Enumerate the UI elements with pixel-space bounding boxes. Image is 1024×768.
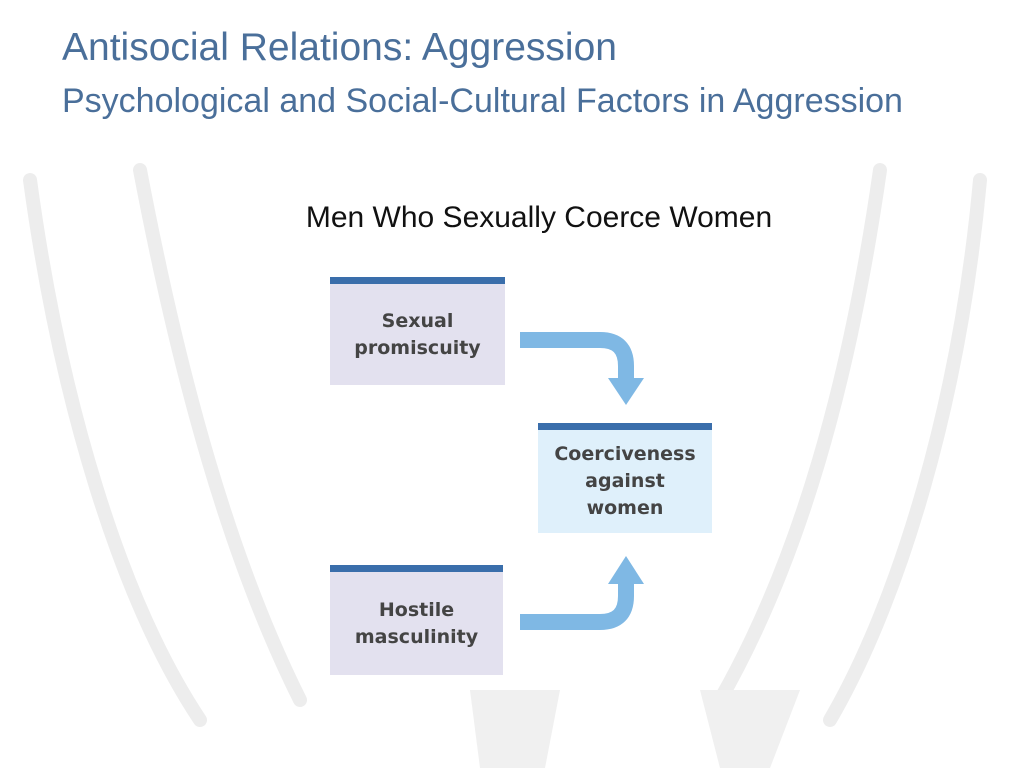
node-sexual-promiscuity: Sexual promiscuity (330, 277, 505, 385)
arrow-promiscuity-to-coerciveness (520, 332, 644, 405)
diagram-caption: Men Who Sexually Coerce Women (305, 201, 773, 234)
slide-title: Antisocial Relations: Aggression (62, 26, 617, 69)
arrow-masculinity-to-coerciveness (520, 556, 644, 630)
slide-subtitle: Psychological and Social-Cultural Factor… (62, 82, 903, 120)
node-coerciveness-against-women: Coerciveness against women (538, 423, 712, 533)
node-hostile-masculinity: Hostile masculinity (330, 565, 503, 675)
